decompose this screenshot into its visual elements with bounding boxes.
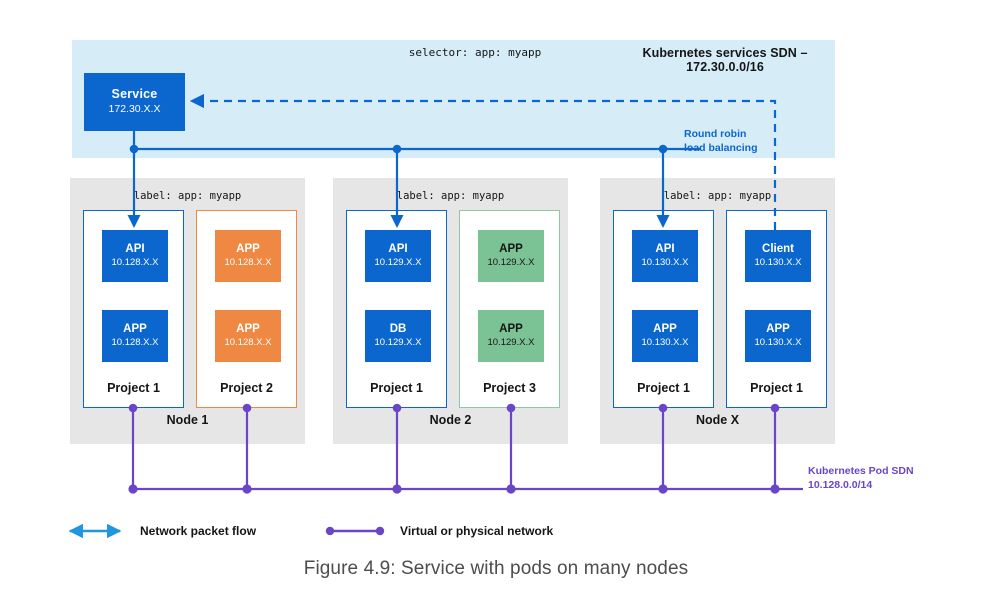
pod-ip: 10.130.X.X [754,337,802,349]
project-title: Project 2 [220,381,273,395]
pod-ip: 10.128.X.X [111,337,159,349]
project-box-node1-right: APP 10.128.X.X APP 10.128.X.X Project 2 [196,210,297,408]
pod-node1-p1-app: APP 10.128.X.X [102,310,168,362]
pod-ip: 10.128.X.X [224,257,272,269]
pod-name: API [388,243,408,256]
pod-ip: 10.128.X.X [224,337,272,349]
pod-nodex-p1-api: API 10.130.X.X [632,230,698,282]
pod-node2-p3-app-2: APP 10.129.X.X [478,310,544,362]
pod-node1-p1-api: API 10.128.X.X [102,230,168,282]
project-box-nodex-left: API 10.130.X.X APP 10.130.X.X Project 1 [613,210,714,408]
pod-sdn-line1: Kubernetes Pod SDN [808,465,914,477]
pod-name: APP [499,243,523,256]
pod-ip: 10.130.X.X [754,257,802,269]
pod-name: APP [653,323,677,336]
node-2-selector-label: label: app: myapp [396,190,505,202]
figure-caption: Figure 4.9: Service with pods on many no… [303,558,689,579]
round-robin-label: Round robin load balancing [684,128,758,156]
pod-name: APP [499,323,523,336]
node-group-node-x: label: app: myapp API 10.130.X.X APP 10.… [600,178,835,444]
pod-name: APP [123,323,147,336]
pod-name: API [655,243,675,256]
project-title: Project 1 [370,381,423,395]
node-label: Node 1 [166,413,209,427]
node-group-node-2: label: app: myapp API 10.129.X.X DB 10.1… [333,178,568,444]
pod-ip: 10.129.X.X [487,337,535,349]
legend-item-virtual-network: Virtual or physical network [324,524,553,538]
pod-name: Client [762,243,794,256]
pod-ip: 10.130.X.X [641,257,689,269]
pod-ip: 10.129.X.X [374,337,422,349]
pod-sdn-line2: 10.128.0.0/14 [808,479,873,492]
pod-name: APP [236,243,260,256]
project-box-nodex-right: Client 10.130.X.X APP 10.130.X.X Project… [726,210,827,408]
node-label: Node 2 [429,413,472,427]
pod-sdn-label: Kubernetes Pod SDN 10.128.0.0/14 [808,464,914,492]
pod-ip: 10.130.X.X [641,337,689,349]
pod-name: APP [236,323,260,336]
node-x-selector-label: label: app: myapp [663,190,772,202]
node-label: Node X [695,413,740,427]
legend-item-packet-flow: Network packet flow [64,524,256,538]
pod-node1-p2-app-1: APP 10.128.X.X [215,230,281,282]
project-box-node2-right: APP 10.129.X.X APP 10.129.X.X Project 3 [459,210,560,408]
pod-node2-p3-app-1: APP 10.129.X.X [478,230,544,282]
project-title: Project 1 [107,381,160,395]
pod-nodex-p1-app: APP 10.130.X.X [745,310,811,362]
services-sdn-title: Kubernetes services SDN – 172.30.0.0/16 [642,46,808,74]
round-robin-label-line2: load balancing [684,141,758,154]
pod-nodex-p1-app: APP 10.130.X.X [632,310,698,362]
pod-node2-p1-db: DB 10.129.X.X [365,310,431,362]
pod-nodex-p1-client: Client 10.130.X.X [745,230,811,282]
project-title: Project 1 [750,381,803,395]
pod-ip: 10.129.X.X [374,257,422,269]
round-robin-label-line1: Round robin [684,128,747,140]
double-arrow-icon [68,524,122,538]
node-1-selector-label: label: app: myapp [133,190,242,202]
legend-label: Network packet flow [140,524,257,538]
pod-name: DB [389,323,407,336]
network-link-icon [325,526,385,536]
service-box: Service 172.30.X.X [84,73,185,131]
service-ip: 172.30.X.X [108,102,161,115]
legend: Network packet flow Virtual or physical … [64,524,553,538]
service-selector-label: selector: app: myapp [408,46,542,59]
pod-ip: 10.128.X.X [111,257,159,269]
pod-name: APP [766,323,790,336]
project-title: Project 1 [637,381,690,395]
legend-label: Virtual or physical network [400,524,554,538]
pod-ip: 10.129.X.X [487,257,535,269]
project-box-node1-left: API 10.128.X.X APP 10.128.X.X Project 1 [83,210,184,408]
service-name: Service [111,87,158,102]
project-title: Project 3 [483,381,536,395]
node-group-node-1: label: app: myapp API 10.128.X.X APP 10.… [70,178,305,444]
project-box-node2-left: API 10.129.X.X DB 10.129.X.X Project 1 [346,210,447,408]
pod-node1-p2-app-2: APP 10.128.X.X [215,310,281,362]
pod-name: API [125,243,145,256]
pod-node2-p1-api: API 10.129.X.X [365,230,431,282]
